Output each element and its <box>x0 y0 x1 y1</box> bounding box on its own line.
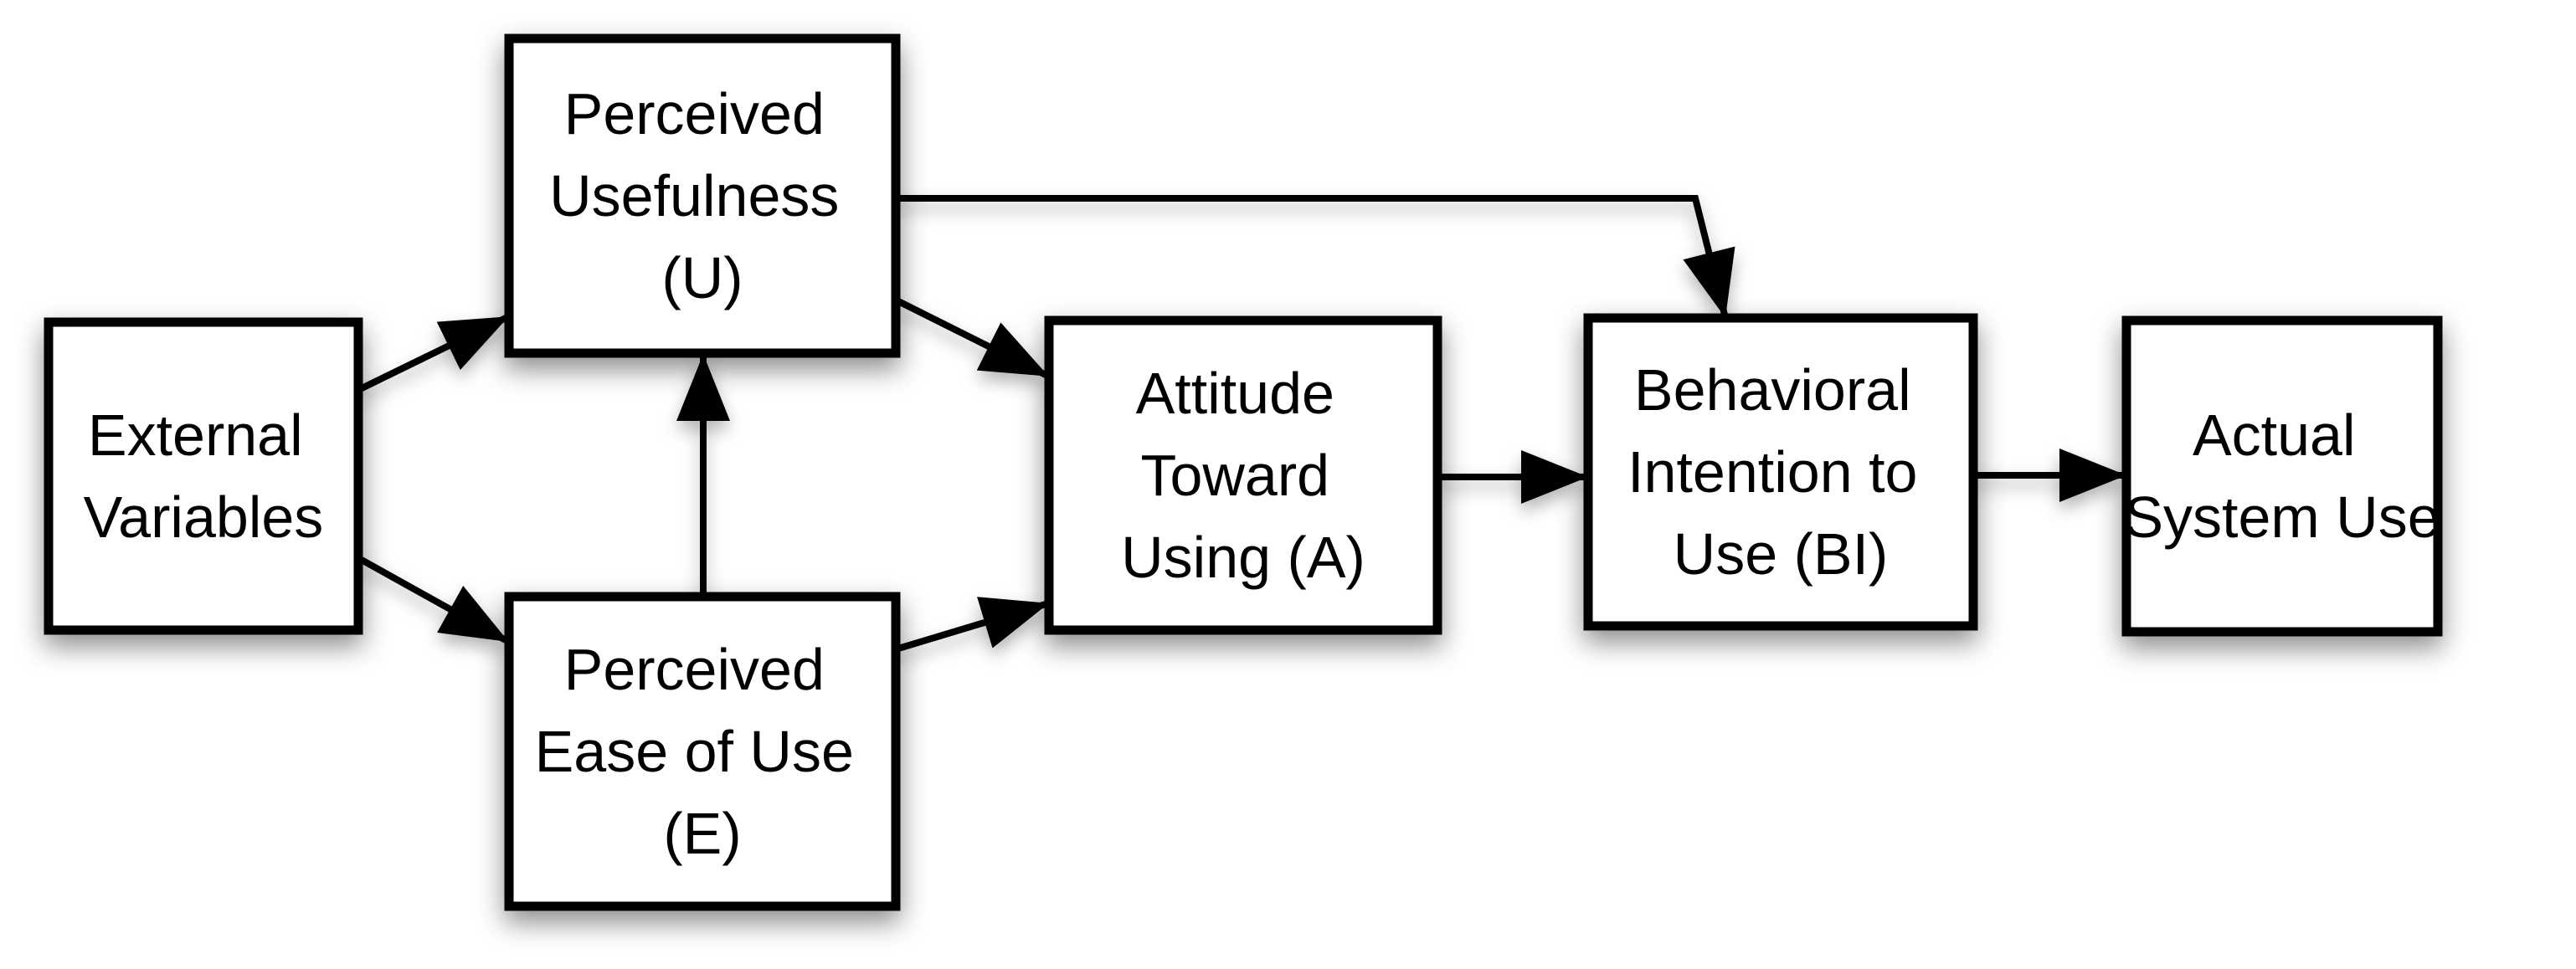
perceived-ease-of-use-label: Perceived Ease of Use (E) <box>535 617 871 866</box>
edge-usefulness-to-intention-arrow <box>896 195 1735 318</box>
behavioral-intention-box <box>1583 313 1978 631</box>
external-variables-box <box>44 317 363 635</box>
node-perceived-usefulness: Perceived Usefulness (U) <box>504 33 901 358</box>
perceived-usefulness-label: Perceived Usefulness (U) <box>549 61 856 310</box>
perceived-usefulness-box <box>504 33 901 358</box>
attitude-toward-using-box <box>1044 315 1442 635</box>
node-attitude-toward-using: Attitude Toward Using (A) <box>1044 315 1442 635</box>
external-variables-label: External Variables <box>84 382 324 550</box>
edge-usefulness-to-attitude-arrow <box>897 298 1049 378</box>
edges <box>358 195 2126 652</box>
actual-system-use-label: Actual System Use <box>2124 382 2440 550</box>
perceived-ease-of-use-box <box>504 592 901 911</box>
node-external-variables: External Variables <box>44 317 363 635</box>
edge-external-to-usefulness-arrow <box>358 315 509 392</box>
node-actual-system-use: Actual System Use <box>2121 315 2443 637</box>
edge-external-to-ease-arrow <box>358 556 509 643</box>
node-perceived-ease-of-use: Perceived Ease of Use (E) <box>504 592 901 911</box>
attitude-toward-using-label: Attitude Toward Using (A) <box>1121 341 1365 590</box>
behavioral-intention-label: Behavioral Intention to Use (BI) <box>1627 337 1934 587</box>
actual-system-use-box <box>2121 315 2443 637</box>
edge-ease-to-attitude-arrow <box>897 597 1049 652</box>
node-behavioral-intention: Behavioral Intention to Use (BI) <box>1583 313 1978 631</box>
